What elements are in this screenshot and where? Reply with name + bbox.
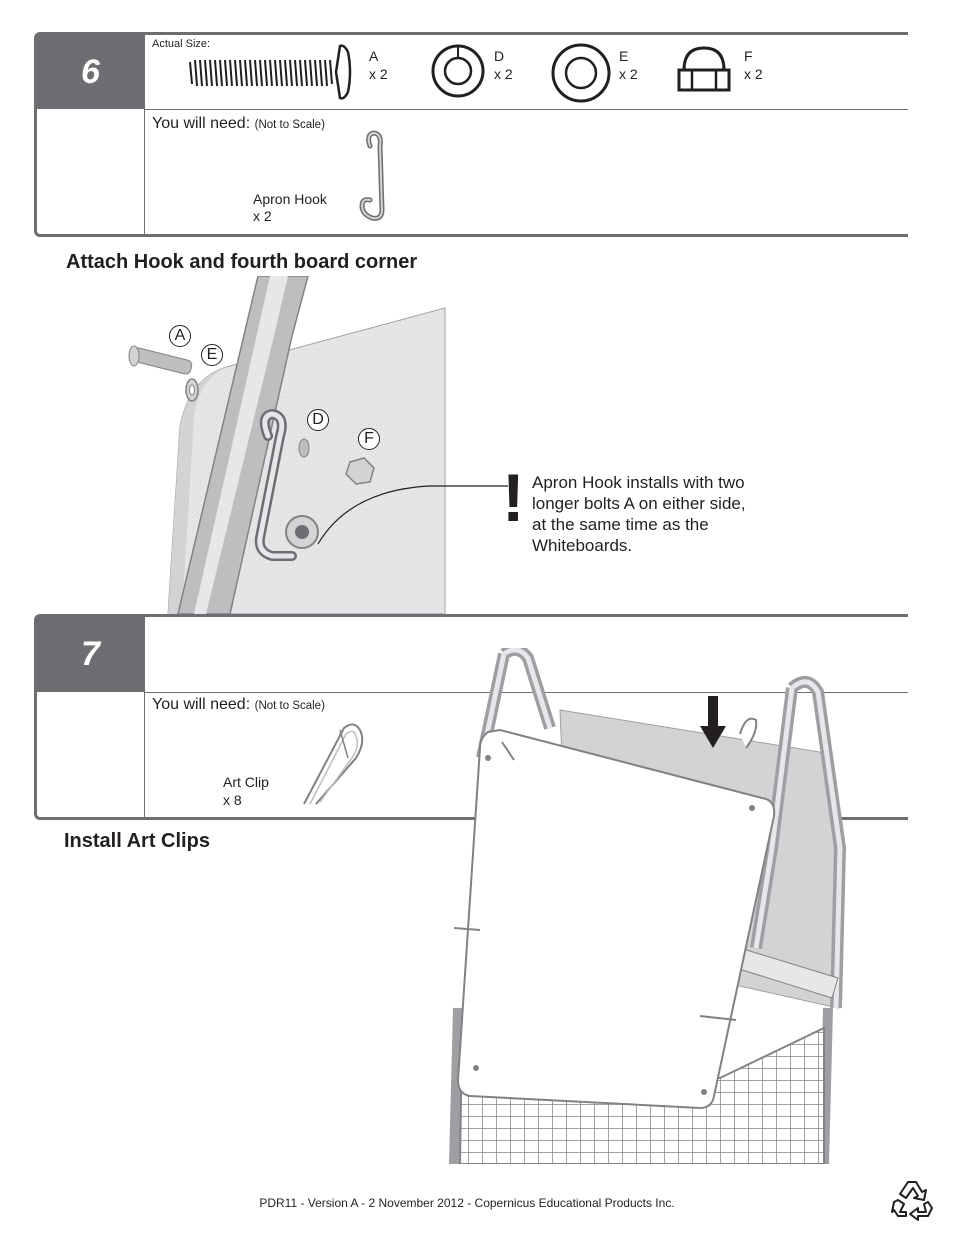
callout-e-circle [201, 344, 223, 366]
step-6-illustration [128, 276, 446, 615]
callout-f: F [364, 430, 374, 447]
note-line: Apron Hook installs with two [532, 473, 745, 492]
step-6-you-will-need: You will need: (Not to Scale) [152, 115, 325, 133]
step-6-row-divider [144, 109, 908, 110]
part-d-qty: x 2 [494, 66, 513, 82]
art-clip-qty: x 8 [223, 792, 242, 808]
note-line: at the same time as the [532, 515, 709, 534]
callout-a-circle [169, 325, 191, 347]
art-clip-name: Art Clip [223, 774, 269, 790]
footer: PDR11 - Version A - 2 November 2012 - Co… [259, 1196, 675, 1210]
step-7-illustration [449, 648, 847, 1164]
part-e-letter: E [619, 48, 629, 64]
step-7-row-divider [144, 692, 908, 693]
step-7-divider [144, 617, 145, 820]
apron-hook-name: Apron Hook [253, 191, 327, 207]
callout-e: E [206, 346, 218, 363]
note-line: Whiteboards. [532, 536, 633, 555]
arrow-down-icon [700, 696, 726, 748]
part-a-qty: x 2 [369, 66, 388, 82]
you-will-need-label: You will need: [152, 115, 251, 132]
part-f-qty: x 2 [744, 66, 763, 82]
step-7-number: 7 [37, 617, 144, 692]
step-7-you-will-need: You will need: (Not to Scale) [152, 696, 325, 714]
step-6-heading: Attach Hook and fourth board corner [66, 251, 418, 273]
you-will-need-label: You will need: [152, 696, 251, 713]
warning-mark: ! [502, 460, 525, 536]
step-7-heading: Install Art Clips [64, 830, 210, 852]
not-to-scale-label: (Not to Scale) [254, 700, 325, 712]
part-a-letter: A [369, 48, 379, 64]
step-7-box: 7 [34, 614, 908, 820]
part-f-letter: F [744, 48, 753, 64]
apron-hook-qty: x 2 [253, 208, 272, 224]
apron-hook-icon [359, 130, 385, 221]
acorn-nut-f-icon [677, 46, 731, 92]
not-to-scale-label: (Not to Scale) [254, 119, 325, 131]
recycle-icon [891, 1181, 933, 1221]
flat-washer-e-icon [551, 43, 611, 103]
callout-a: A [174, 327, 186, 344]
bolt-a-illustration [128, 345, 193, 375]
note-line: longer bolts A on either side, [532, 494, 746, 513]
callout-f-circle [358, 428, 380, 450]
bolt-a-icon [189, 44, 352, 100]
callout-d-circle [307, 409, 329, 431]
callout-d: D [312, 411, 324, 428]
step-6-number: 6 [37, 35, 144, 109]
step-6-divider [144, 35, 145, 237]
lock-washer-d-icon [431, 44, 485, 98]
art-clip-icon [303, 723, 364, 805]
part-e-qty: x 2 [619, 66, 638, 82]
leader-line [317, 485, 508, 545]
part-d-letter: D [494, 48, 505, 64]
step-6-box: 6 [34, 32, 908, 237]
actual-size-label: Actual Size: [152, 38, 211, 50]
apron-hook-note: Apron Hook installs with two longer bolt… [532, 472, 746, 556]
